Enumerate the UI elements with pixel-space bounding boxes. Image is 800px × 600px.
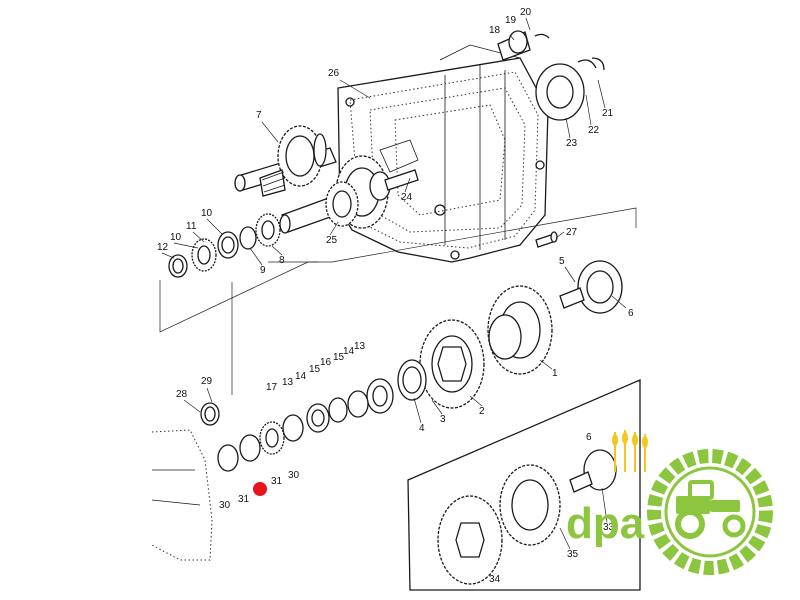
label-14b: 14	[295, 371, 307, 382]
label-31a: 31	[271, 476, 283, 487]
label-22: 22	[588, 125, 600, 136]
label-2: 2	[479, 406, 485, 417]
label-16: 16	[320, 357, 332, 368]
label-14a: 14	[343, 346, 355, 357]
label-10b: 10	[170, 232, 182, 243]
label-23: 23	[566, 138, 578, 149]
rear-housing-fragment	[151, 429, 213, 561]
input-shaft-with-gear	[234, 125, 337, 197]
label-29: 29	[201, 376, 213, 387]
label-13a: 13	[354, 341, 366, 352]
label-15a: 15	[333, 352, 345, 363]
label-9: 9	[260, 265, 266, 276]
label-1: 1	[552, 368, 558, 379]
logo-text: dpa	[566, 499, 645, 548]
label-25: 25	[326, 235, 338, 246]
mainshaft-gears	[397, 260, 623, 409]
dpa-logo: dpa	[566, 430, 773, 575]
synchronizer-parts	[200, 378, 394, 472]
top-right-parts	[497, 30, 605, 121]
label-28: 28	[176, 389, 188, 400]
label-11: 11	[186, 221, 197, 232]
wheat-icon	[612, 430, 648, 472]
leader-lines	[161, 17, 627, 550]
label-10a: 10	[201, 208, 213, 219]
part-number-labels: 1 2 3 4 5 6 6 7 8 9 10 10 11 12 13 13 14…	[157, 7, 634, 585]
bolt	[535, 231, 558, 248]
label-20: 20	[520, 7, 532, 18]
logo-badge	[647, 449, 773, 575]
label-3: 3	[440, 414, 446, 425]
label-26: 26	[328, 68, 340, 79]
label-18: 18	[489, 25, 501, 36]
label-7: 7	[256, 110, 262, 121]
transmission-housing	[337, 44, 549, 263]
label-31b: 31	[238, 494, 250, 505]
label-15b: 15	[309, 364, 321, 375]
label-12: 12	[157, 242, 169, 253]
label-21: 21	[602, 108, 614, 119]
label-5: 5	[559, 256, 565, 267]
label-19: 19	[505, 15, 517, 26]
left-small-parts	[168, 213, 281, 278]
label-35: 35	[567, 549, 579, 560]
label-13b: 13	[282, 377, 294, 388]
label-27: 27	[566, 227, 578, 238]
label-17: 17	[266, 382, 278, 393]
label-4: 4	[419, 423, 425, 434]
label-6a: 6	[628, 308, 634, 319]
label-33: 33	[603, 522, 615, 533]
label-34: 34	[489, 574, 501, 585]
tractor-icon	[675, 480, 746, 539]
label-8: 8	[279, 255, 285, 266]
highlight-marker	[253, 482, 267, 496]
cluster-gear-assembly	[279, 155, 419, 234]
callout-bracket-lines	[159, 207, 637, 395]
detail-inset	[407, 379, 641, 591]
label-30a: 30	[288, 470, 300, 481]
label-24: 24	[401, 192, 413, 203]
label-30b: 30	[219, 500, 231, 511]
label-6b: 6	[586, 432, 592, 443]
